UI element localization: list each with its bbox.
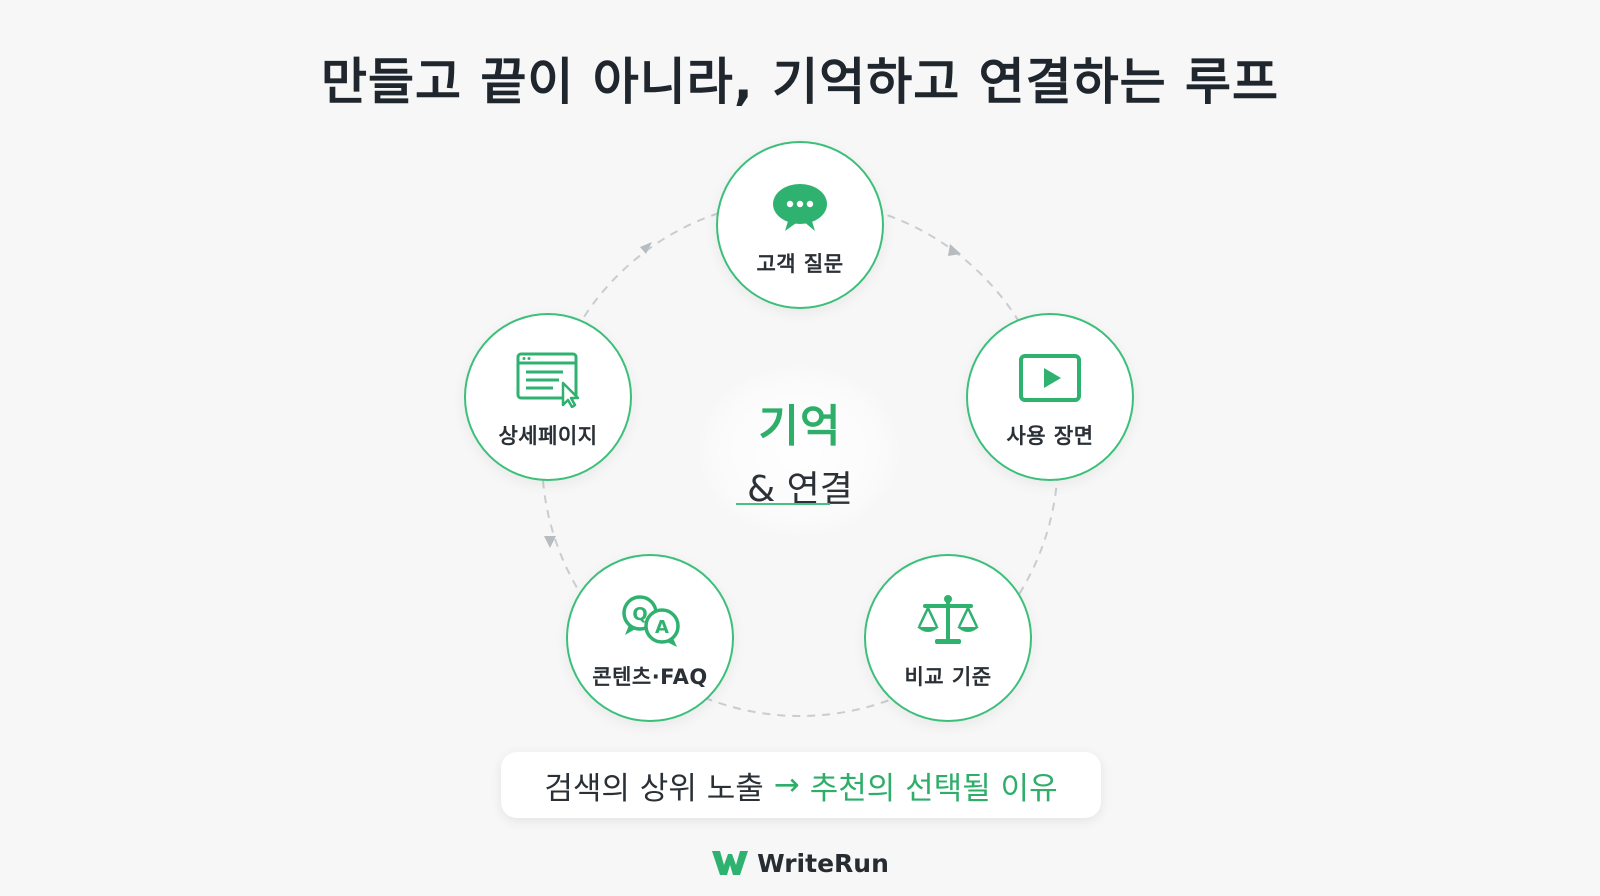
bottom-callout: 검색의 상위 노출 → 추천의 선택될 이유: [501, 752, 1101, 818]
w-logo-icon: [712, 851, 749, 875]
brand: WriteRun: [0, 846, 1600, 880]
loop-arrow-top-right: [948, 244, 961, 256]
center-underline: [736, 503, 830, 505]
center-hub: 기억 & 연결: [690, 360, 910, 540]
arrow-right-icon: →: [773, 767, 800, 803]
node-label: 상세페이지: [498, 424, 598, 448]
svg-text:Q: Q: [632, 604, 647, 625]
bottom-text-search: 검색의 상위 노출: [544, 770, 764, 807]
node-customer-question: 고객 질문: [716, 141, 884, 309]
center-glow: [699, 366, 899, 536]
node-label: 비교 기준: [904, 665, 992, 689]
bottom-text-recommend: 추천의 선택될 이유: [809, 770, 1058, 807]
balance-scale-icon: [913, 591, 983, 649]
loop-arrow-top-left: [640, 242, 652, 254]
node-content-faq: Q A 콘텐츠·FAQ: [566, 554, 734, 722]
webpage-cursor-icon: [513, 350, 583, 408]
node-detail-page: 상세페이지: [464, 313, 632, 481]
svg-text:A: A: [655, 617, 669, 638]
chat-bubble-icon: [765, 178, 835, 236]
center-main-label: 기억: [758, 401, 842, 452]
node-label: 고객 질문: [756, 252, 844, 276]
brand-name: WriteRun: [757, 848, 889, 878]
loop-arrow-left: [544, 536, 556, 548]
node-label: 사용 장면: [1006, 424, 1094, 448]
page-title: 만들고 끝이 아니라, 기억하고 연결하는 루프: [320, 53, 1280, 111]
node-usage-scene: 사용 장면: [966, 313, 1134, 481]
node-comparison-criteria: 비교 기준: [864, 554, 1032, 722]
qa-bubbles-icon: Q A: [615, 591, 685, 649]
video-play-icon: [1015, 350, 1085, 408]
node-label: 콘텐츠·FAQ: [592, 665, 708, 689]
